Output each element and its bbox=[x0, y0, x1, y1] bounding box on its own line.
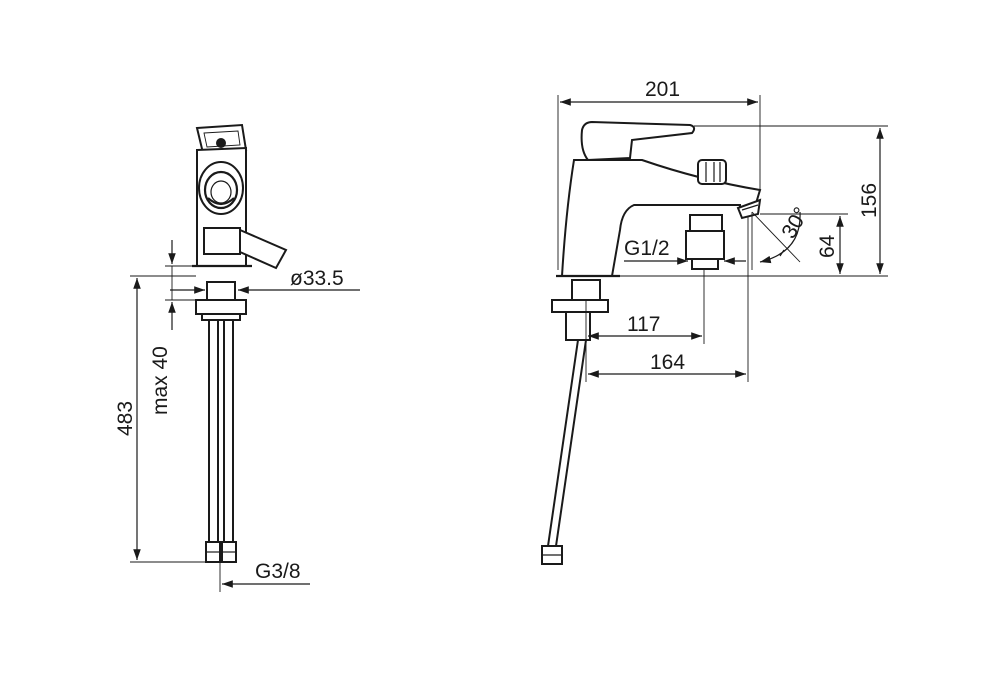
spout-front bbox=[239, 228, 288, 270]
width-label: 201 bbox=[645, 78, 680, 101]
reach-117-label: 117 bbox=[627, 313, 660, 336]
height-label: 156 bbox=[858, 183, 881, 218]
hose-thread-label: G3/8 bbox=[255, 560, 301, 583]
shower-outlet bbox=[685, 230, 725, 260]
diverter-knob bbox=[697, 159, 727, 185]
front-view: ø33.5 max 40 483 G3/8 bbox=[114, 123, 360, 592]
total-length-label: 483 bbox=[114, 401, 137, 436]
hose-side bbox=[546, 339, 588, 547]
hose-left bbox=[208, 319, 219, 543]
shower-thread-label: G1/2 bbox=[624, 237, 670, 260]
diameter-label: ø33.5 bbox=[290, 267, 344, 290]
fixing-nut-side bbox=[551, 299, 609, 313]
reach-164-label: 164 bbox=[650, 351, 685, 374]
indicator-dot-icon bbox=[216, 138, 226, 148]
spout-height-label: 64 bbox=[816, 234, 839, 258]
side-view: 201 156 64 30° G1/2 117 164 bbox=[541, 78, 888, 565]
fixing-nut-front bbox=[195, 299, 247, 315]
shank-front bbox=[206, 281, 236, 301]
angle-label: 30° bbox=[777, 203, 813, 242]
lever-side bbox=[580, 120, 696, 162]
hose-right bbox=[223, 319, 234, 543]
max-deck-label: max 40 bbox=[149, 346, 172, 415]
